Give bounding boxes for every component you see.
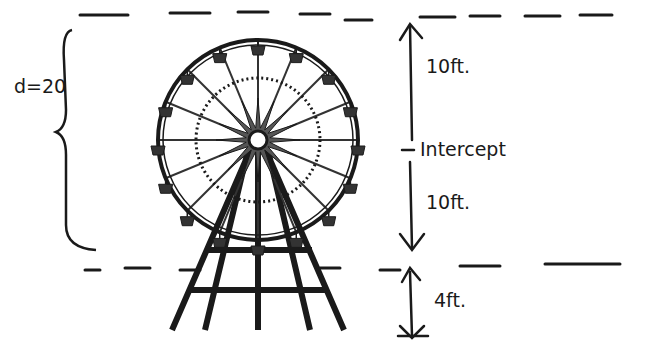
gondola	[289, 238, 303, 247]
hub	[249, 131, 267, 149]
gondola-hanger	[257, 40, 259, 46]
gondola-hanger	[219, 232, 221, 238]
gondola	[322, 217, 336, 226]
guide-lines	[80, 12, 620, 270]
inner-rim	[196, 78, 320, 202]
outer-rim	[158, 40, 358, 240]
gondola	[159, 108, 173, 117]
gondola	[151, 146, 165, 155]
dimension-label: d=20	[14, 76, 66, 97]
gondola	[159, 184, 173, 193]
gondola-hanger	[328, 211, 330, 217]
gondola-hanger	[296, 48, 298, 54]
gondola-hanger	[296, 232, 298, 238]
gondola	[213, 54, 227, 63]
gondola-hanger	[219, 48, 221, 54]
gondola-hanger	[187, 211, 189, 217]
gondola-hanger	[350, 178, 352, 184]
gondola	[251, 246, 265, 255]
gondola	[351, 146, 365, 155]
gondola-hanger	[165, 178, 167, 184]
gondola-hanger	[257, 240, 259, 246]
hub-star	[216, 98, 300, 182]
gondola	[322, 75, 336, 84]
gondola	[180, 75, 194, 84]
wheel	[151, 40, 365, 330]
diameter-brace	[56, 30, 96, 250]
gondola	[289, 54, 303, 63]
gondola	[343, 108, 357, 117]
dimension-arrows	[398, 24, 428, 338]
gondola-hanger	[187, 69, 189, 75]
dimension-label: 4ft.	[434, 290, 466, 311]
gondola	[343, 184, 357, 193]
gondola-hanger	[357, 140, 359, 146]
gondola-hanger	[328, 69, 330, 75]
gondola	[180, 217, 194, 226]
dimension-label: 10ft.	[426, 56, 470, 77]
gondola	[213, 238, 227, 247]
gondola-hanger	[350, 102, 352, 108]
dimension-label: 10ft.	[426, 192, 470, 213]
gondola-hanger	[157, 140, 159, 146]
dimension-label: Intercept	[420, 139, 506, 160]
gondola	[251, 46, 265, 55]
gondola-hanger	[165, 102, 167, 108]
outer-rim	[163, 45, 353, 235]
